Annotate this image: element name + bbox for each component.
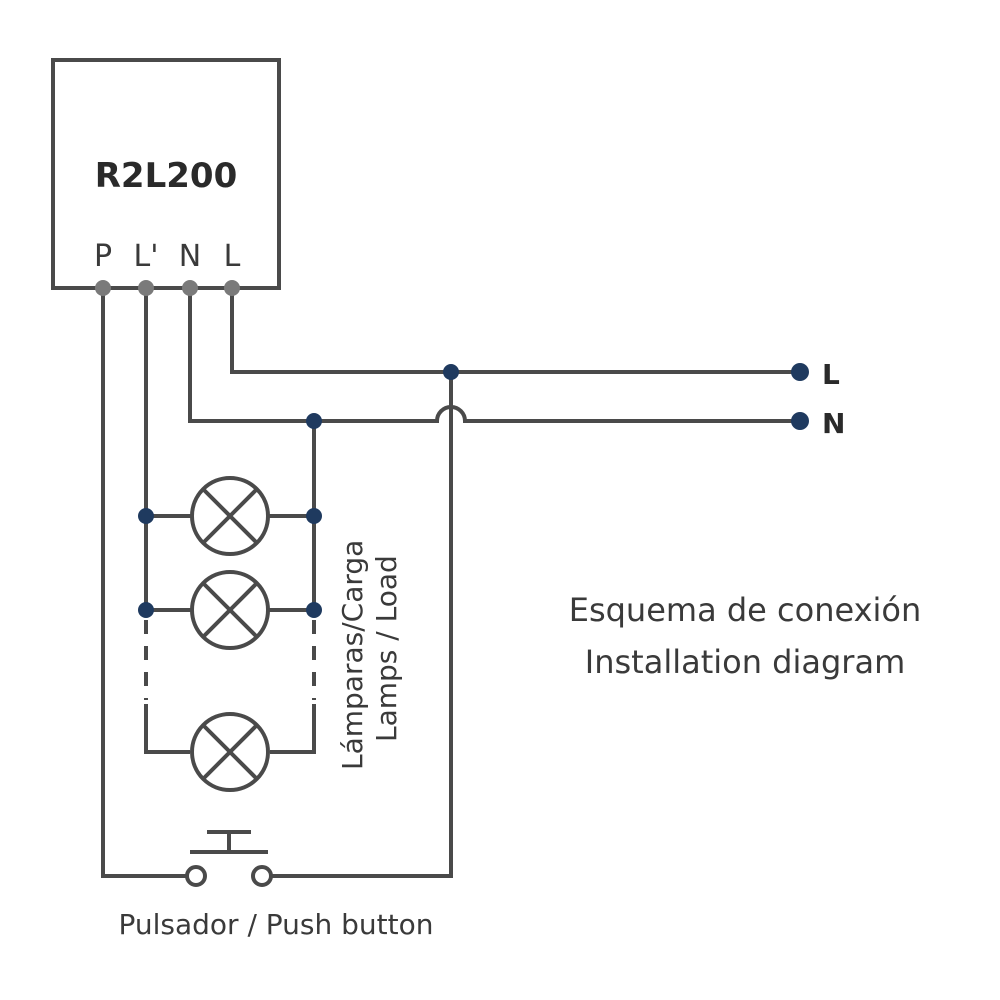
neutral-wire-n [188, 288, 800, 423]
terminal-l-prime [138, 280, 154, 296]
junction-lamp2-right [306, 602, 322, 618]
terminal-l [224, 280, 240, 296]
lamp-1-icon [190, 476, 270, 556]
lamp-3-icon [190, 712, 270, 792]
terminal-label-p: P [94, 239, 112, 274]
neutral-bus-bottom [270, 704, 316, 754]
line-n-label: N [822, 407, 845, 440]
line-l-label: L [822, 358, 840, 391]
line-n-endpoint [791, 412, 809, 430]
terminal-label-n: N [179, 239, 201, 274]
lamp-2-icon [190, 570, 270, 650]
junction-n-branch [306, 413, 322, 429]
caption-title-en: Installation diagram [585, 643, 905, 681]
device-box [51, 58, 281, 290]
push-button-label: Pulsador / Push button [118, 908, 433, 941]
junction-lamp1-left [138, 508, 154, 524]
load-label-en: Lamps / Load [370, 555, 403, 742]
push-button-icon [185, 830, 273, 887]
lprime-bus-bottom [144, 704, 190, 754]
caption-title-es: Esquema de conexión [569, 591, 922, 629]
terminal-n [182, 280, 198, 296]
device-model-label: R2L200 [95, 156, 237, 196]
junction-lamp1-right [306, 508, 322, 524]
line-l-endpoint [791, 363, 809, 381]
line-wire-l [230, 288, 800, 374]
load-label-es: Lámparas/Carga [336, 540, 369, 770]
terminal-p [95, 280, 111, 296]
junction-l-branch [443, 364, 459, 380]
terminal-label-l: L [224, 239, 241, 274]
junction-lamp2-left [138, 602, 154, 618]
terminal-label-l-prime: L' [134, 239, 159, 274]
push-button-wire-p [101, 288, 188, 878]
switched-supply-wire [272, 372, 453, 878]
